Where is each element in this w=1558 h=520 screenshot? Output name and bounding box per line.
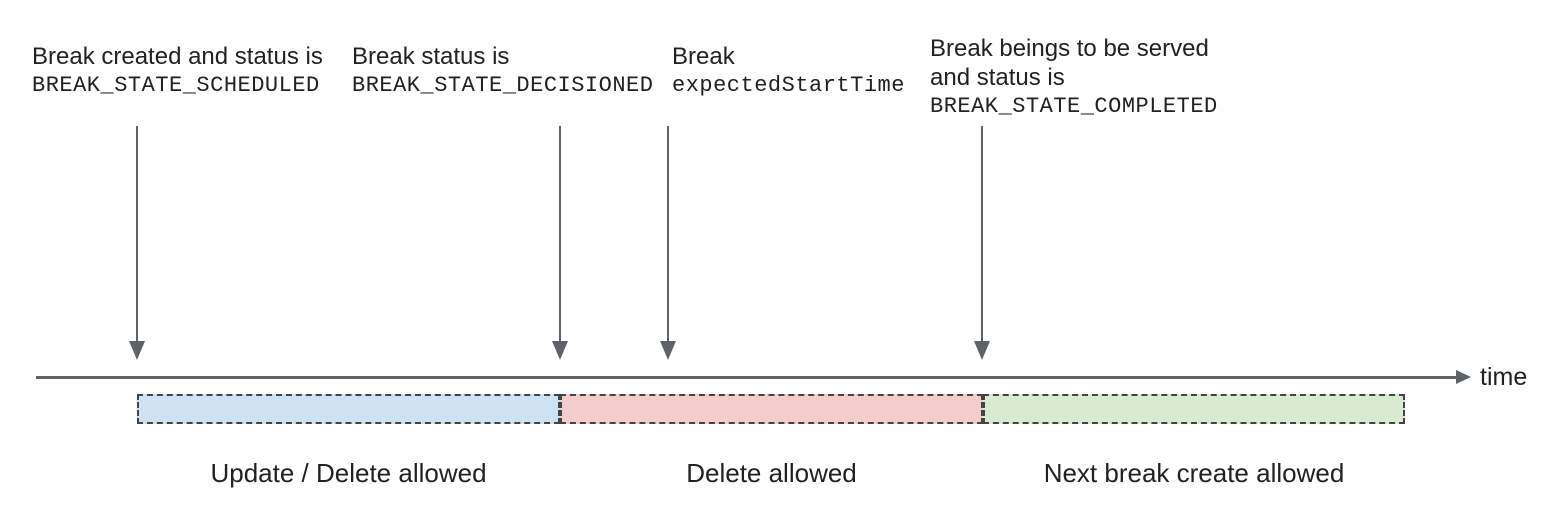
- annotation-break-completed: Break beings to be served and status is …: [930, 34, 1218, 121]
- timeline-axis-label: time: [1480, 363, 1528, 391]
- segment-label-update-delete: Update / Delete allowed: [210, 458, 487, 488]
- annotation-text: Break: [672, 43, 735, 70]
- down-arrow-line-2: [559, 126, 561, 342]
- down-arrow-head-4-icon: [974, 341, 990, 360]
- annotation-break-scheduled: Break created and status is BREAK_STATE_…: [32, 42, 323, 100]
- annotation-text: Break status is: [352, 43, 510, 70]
- annotation-expected-start-time: Break expectedStartTime: [672, 42, 905, 100]
- annotation-code: BREAK_STATE_SCHEDULED: [32, 73, 320, 98]
- annotation-code: BREAK_STATE_COMPLETED: [930, 94, 1218, 119]
- down-arrow-line-1: [136, 126, 138, 342]
- segment-delete-allowed: [560, 394, 983, 424]
- annotation-text: Break beings to be served: [930, 35, 1209, 62]
- down-arrow-line-3: [667, 126, 669, 342]
- annotation-code: BREAK_STATE_DECISIONED: [352, 73, 654, 98]
- annotation-code: expectedStartTime: [672, 73, 905, 98]
- segment-label-next-break-create: Next break create allowed: [1043, 458, 1345, 488]
- timeline-arrowhead-icon: [1456, 370, 1471, 384]
- annotation-text: Break created and status is: [32, 43, 323, 70]
- down-arrow-head-1-icon: [129, 341, 145, 360]
- timeline-axis: [36, 376, 1456, 379]
- segment-next-break-create-allowed: [983, 394, 1405, 424]
- down-arrow-line-4: [981, 126, 983, 342]
- down-arrow-head-3-icon: [660, 341, 676, 360]
- annotation-break-decisioned: Break status is BREAK_STATE_DECISIONED: [352, 42, 653, 100]
- segment-label-delete: Delete allowed: [686, 458, 857, 488]
- annotation-text: and status is: [930, 64, 1065, 91]
- down-arrow-head-2-icon: [552, 341, 568, 360]
- segment-update-delete-allowed: [137, 394, 560, 424]
